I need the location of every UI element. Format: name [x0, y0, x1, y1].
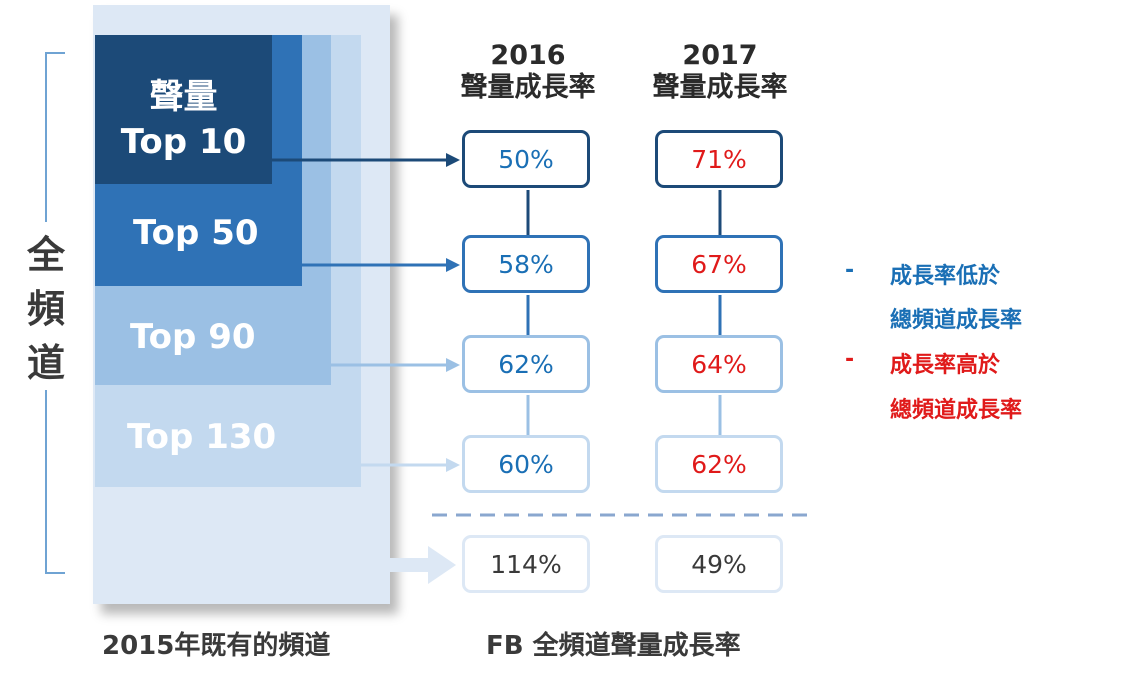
- growth-2017-top-50: 67%: [655, 235, 783, 293]
- column-header-2016-title: 聲量成長率: [460, 72, 596, 104]
- block-top-130-label: Top 130: [127, 417, 277, 457]
- column-header-2017-year: 2017: [682, 40, 758, 71]
- legend-lower-line1: 成長率低於: [890, 264, 1001, 289]
- caption-fb-growth: FB 全頻道聲量成長率: [486, 631, 741, 661]
- arrow-top-50: [302, 258, 460, 272]
- arrow-top-10: [272, 153, 460, 167]
- growth-2017-top-90: 64%: [655, 335, 783, 393]
- legend-higher-line2: 總頻道成長率: [890, 398, 1023, 423]
- legend-dash-lower: -: [845, 258, 855, 283]
- side-label-char-1: 全: [26, 233, 65, 277]
- block-top-10-label-line1: 聲量: [149, 77, 218, 117]
- side-label-char-3: 道: [26, 341, 65, 385]
- arrow-top-130: [361, 458, 460, 472]
- growth-2016-top-10: 50%: [462, 130, 590, 188]
- arrow-top-90: [331, 358, 460, 372]
- block-top-90-label: Top 90: [130, 317, 256, 357]
- legend-dash-higher: -: [845, 347, 855, 372]
- growth-2016-all-channels: 114%: [462, 535, 590, 593]
- column-header-2017: 2017 聲量成長率: [630, 40, 810, 105]
- growth-2017-all-channels: 49%: [655, 535, 783, 593]
- block-top-50-label: Top 50: [133, 213, 259, 253]
- column-header-2016-year: 2016: [490, 40, 566, 71]
- caption-existing-channels: 2015年既有的頻道: [102, 631, 331, 661]
- growth-2016-top-90: 62%: [462, 335, 590, 393]
- growth-2016-top-130: 60%: [462, 435, 590, 493]
- block-top-10-label-line2: Top 10: [120, 122, 247, 162]
- growth-2016-top-50: 58%: [462, 235, 590, 293]
- column-header-2016: 2016 聲量成長率: [438, 40, 618, 105]
- growth-2017-top-10: 71%: [655, 130, 783, 188]
- block-top-10: [95, 35, 272, 184]
- arrow-all-channels: [390, 546, 456, 584]
- side-label-char-2: 頻: [26, 287, 65, 331]
- legend-lower-line2: 總頻道成長率: [890, 308, 1023, 333]
- legend-higher-line1: 成長率高於: [890, 353, 1001, 378]
- growth-2017-top-130: 62%: [655, 435, 783, 493]
- column-header-2017-title: 聲量成長率: [652, 72, 788, 104]
